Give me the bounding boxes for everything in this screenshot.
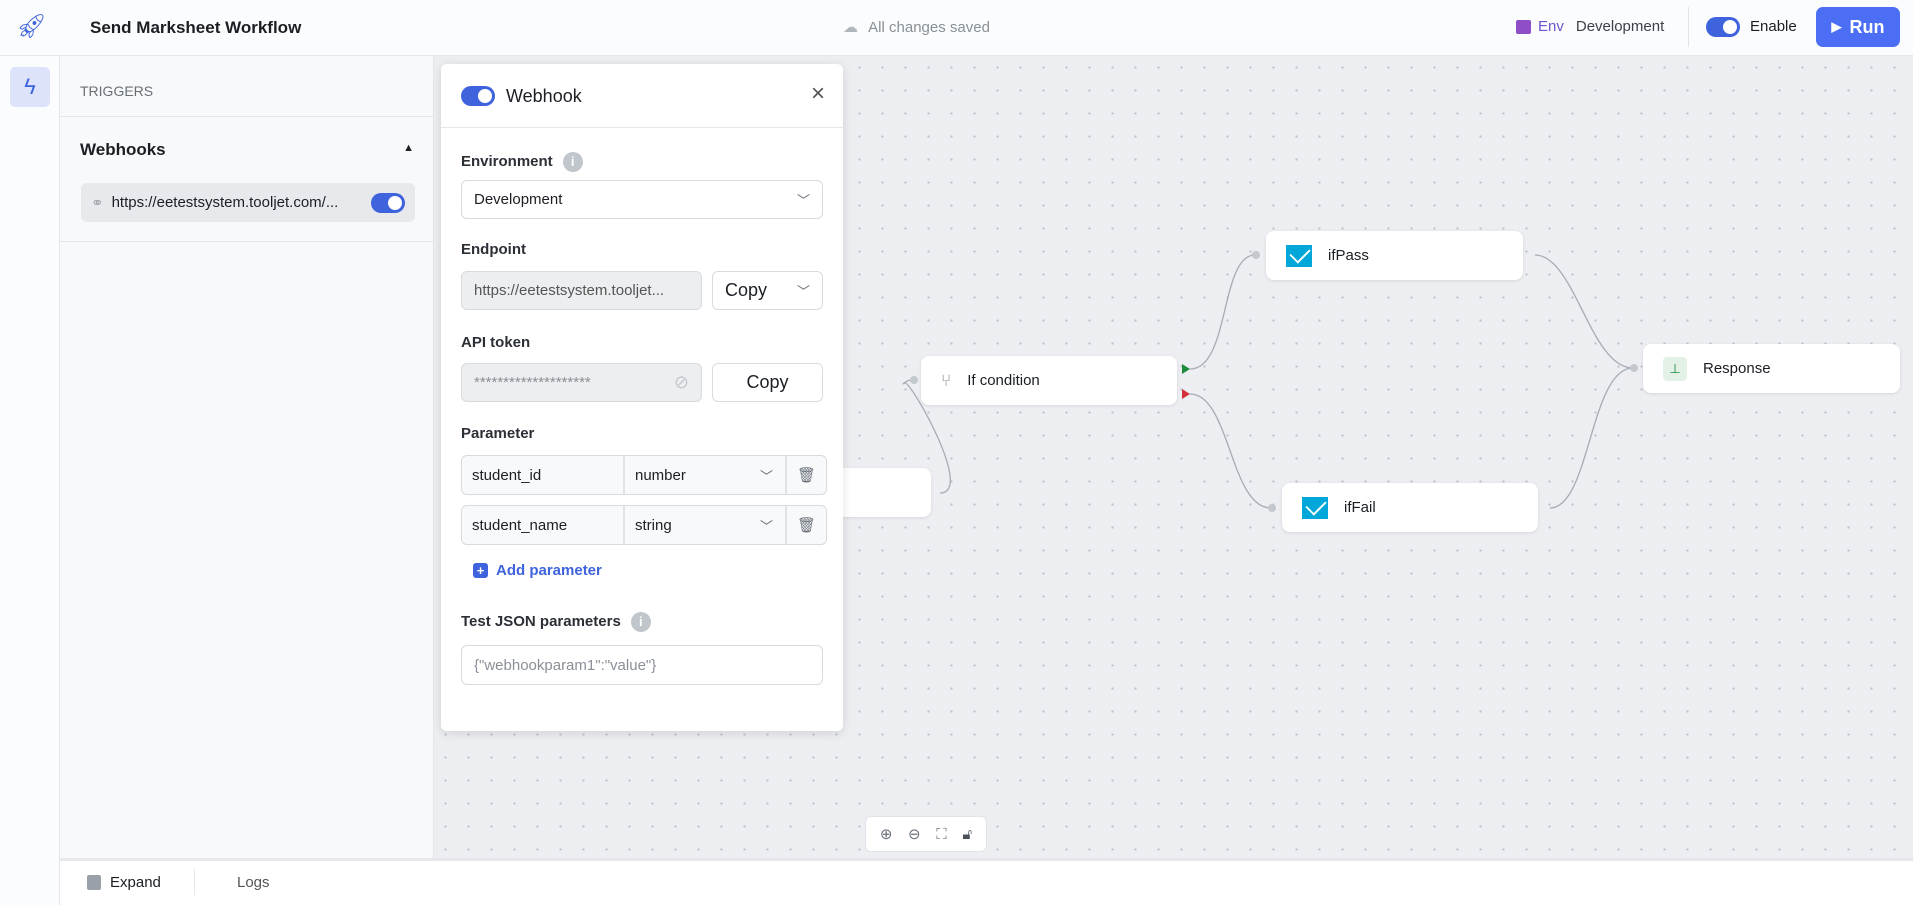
chevron-down-icon: ﹀ (759, 518, 773, 534)
divider (60, 241, 434, 242)
edge-if-pass (1189, 254, 1256, 370)
triggers-nav-button[interactable]: ϟ (10, 67, 50, 107)
parameter-row: student_id number﹀ 🗑︎ (461, 455, 827, 495)
env-selector[interactable]: Env Development (1516, 18, 1664, 35)
parameter-label: Parameter (461, 425, 535, 442)
mail-icon (1286, 244, 1312, 267)
plus-icon: + (473, 563, 488, 578)
true-handle (1182, 364, 1190, 374)
api-token-field[interactable]: ********************⊘ (461, 363, 702, 402)
parameter-name-input[interactable]: student_name (462, 506, 625, 544)
webhook-panel-toggle[interactable] (461, 86, 495, 106)
play-icon: ▶ (1831, 19, 1842, 34)
edge-start-if (902, 379, 951, 494)
test-json-input[interactable]: {"webhookparam1":"value"} (461, 645, 823, 685)
save-status: ☁ All changes saved (843, 19, 990, 36)
parameter-type-select[interactable]: string﹀ (625, 506, 787, 544)
add-parameter-button[interactable]: +Add parameter (473, 562, 602, 579)
if-condition-node[interactable]: ⑂If condition (921, 356, 1177, 405)
env-icon (1516, 19, 1531, 34)
webhooks-group-header[interactable]: Webhooks ▲ (80, 140, 414, 159)
divider (1688, 7, 1689, 47)
chevron-down-icon: ﹀ (759, 468, 773, 484)
environment-select[interactable]: Development﹀ (461, 180, 823, 219)
left-rail: ϟ (0, 56, 60, 905)
enable-label: Enable (1750, 18, 1797, 35)
webhook-item[interactable]: ⚭ https://eetestsystem.tooljet.com/... (81, 183, 415, 222)
panel-title: Webhook (506, 86, 582, 106)
workflow-title[interactable]: Send Marksheet Workflow (90, 18, 302, 37)
enable-toggle[interactable] (1706, 17, 1740, 37)
endpoint-label: Endpoint (461, 241, 526, 258)
divider (60, 116, 434, 117)
eye-off-icon[interactable]: ⊘ (673, 372, 689, 392)
edge-if-fail (1189, 393, 1272, 509)
response-node[interactable]: ⊥Response (1643, 344, 1900, 393)
bottom-bar: Expand Logs (60, 858, 1913, 905)
parameter-name-input[interactable]: student_id (462, 456, 625, 494)
webhook-icon: ⚭ (91, 194, 104, 212)
parameter-type-select[interactable]: number﹀ (625, 456, 787, 494)
mail-icon (1302, 496, 1328, 519)
run-button[interactable]: ▶Run (1816, 7, 1900, 47)
endpoint-field[interactable]: https://eetestsystem.tooljet... (461, 271, 702, 310)
if-pass-node[interactable]: ifPass (1266, 231, 1523, 280)
top-bar: 🚀︎ Send Marksheet Workflow ☁ All changes… (0, 0, 1913, 56)
response-icon: ⊥ (1663, 356, 1687, 381)
if-fail-node[interactable]: ifFail (1282, 483, 1538, 532)
expand-button[interactable]: Expand (87, 874, 161, 891)
api-token-label: API token (461, 334, 531, 351)
expand-icon (87, 875, 101, 890)
divider (194, 869, 195, 895)
branch-icon: ⑂ (941, 370, 952, 390)
endpoint-copy-select[interactable]: Copy﹀ (712, 271, 823, 310)
rocket-logo-icon[interactable]: 🚀︎ (16, 13, 47, 40)
caret-up-icon[interactable]: ▲ (403, 142, 414, 154)
close-icon[interactable]: × (810, 80, 825, 107)
zoom-controls: ⊕ ⊖ ⛶ 🔓︎ (865, 816, 987, 852)
edge-fail-response (1549, 367, 1634, 509)
zoom-in-icon[interactable]: ⊕ (879, 826, 893, 843)
info-icon[interactable]: i (630, 612, 651, 632)
delete-parameter-icon[interactable]: 🗑︎ (796, 467, 817, 484)
api-token-copy-button[interactable]: Copy (712, 363, 823, 402)
lock-icon[interactable]: 🔓︎ (962, 825, 973, 843)
logs-tab[interactable]: Logs (237, 874, 270, 891)
webhook-enable-toggle[interactable] (371, 193, 405, 213)
parameter-row: student_name string﹀ 🗑︎ (461, 505, 827, 545)
delete-parameter-icon[interactable]: 🗑︎ (796, 517, 817, 534)
triggers-heading: TRIGGERS (80, 83, 154, 99)
chevron-down-icon: ﹀ (796, 284, 810, 299)
lightning-icon: ϟ (24, 74, 36, 99)
chevron-down-icon: ﹀ (796, 193, 810, 208)
triggers-sidebar: TRIGGERS Webhooks ▲ ⚭ https://eetestsyst… (60, 56, 434, 858)
false-handle (1182, 389, 1190, 399)
zoom-out-icon[interactable]: ⊖ (908, 826, 921, 843)
cloud-icon: ☁ (843, 19, 858, 36)
edge-pass-response (1534, 254, 1634, 369)
fit-view-icon[interactable]: ⛶ (936, 825, 947, 843)
divider (441, 127, 843, 128)
info-icon[interactable]: i (562, 152, 583, 172)
